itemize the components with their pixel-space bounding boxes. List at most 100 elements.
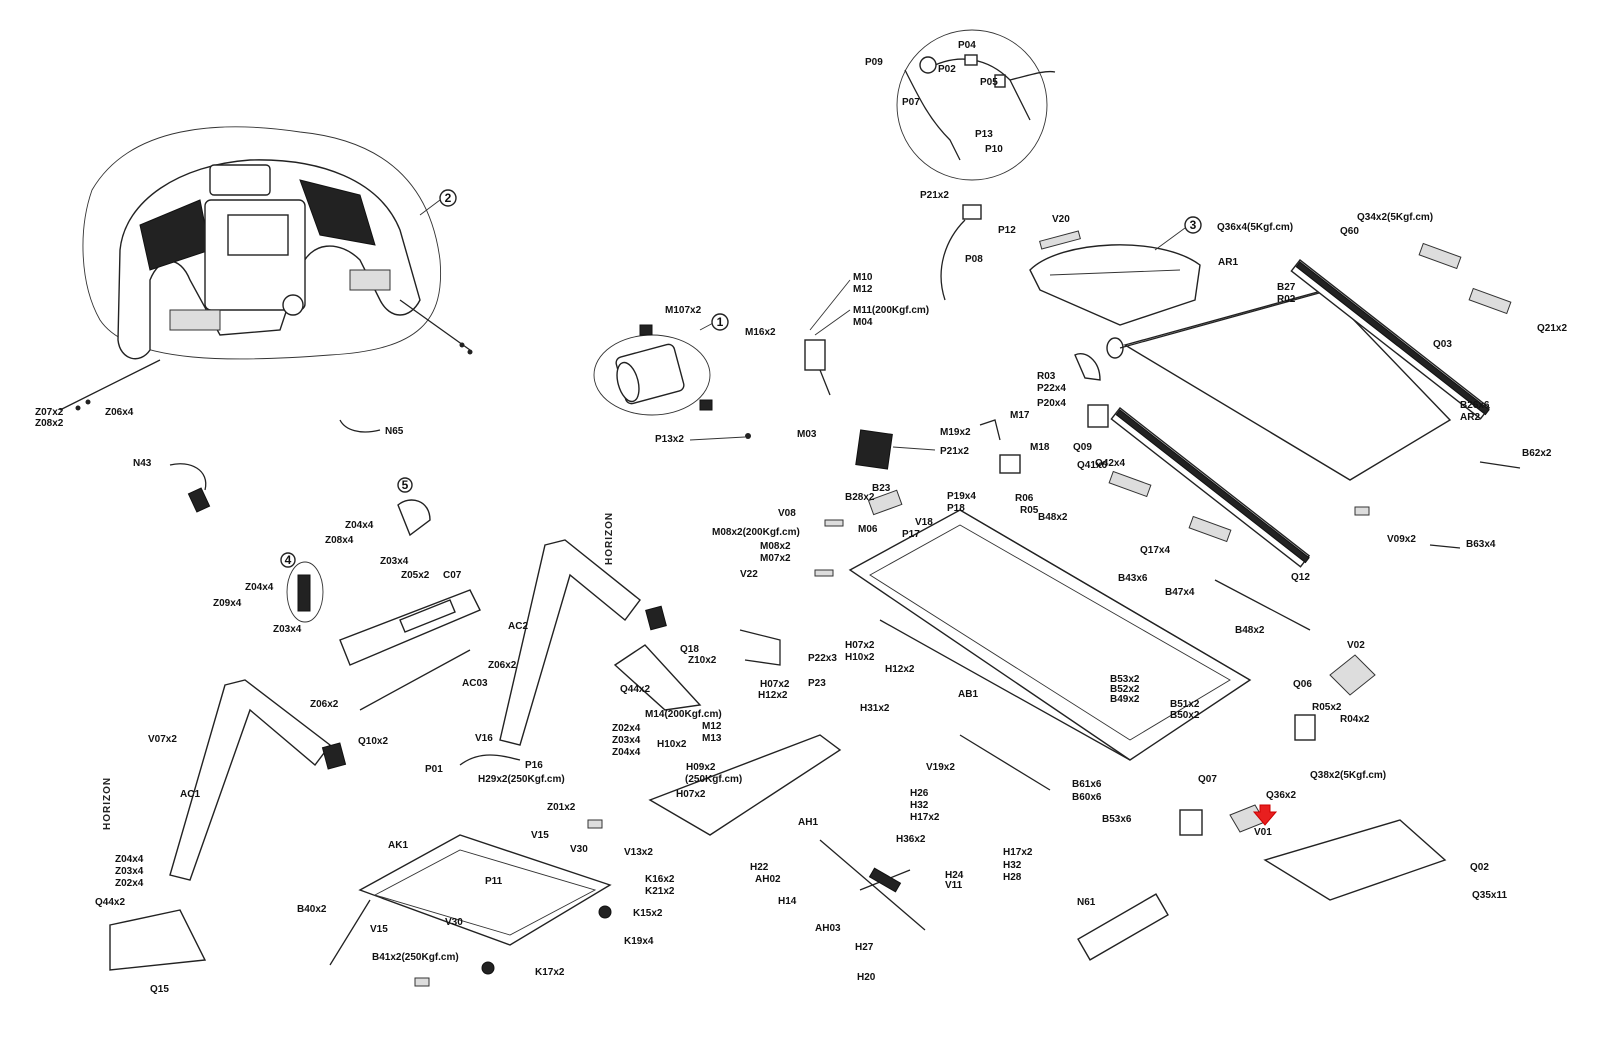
label-ac03: AC03 [462, 678, 488, 689]
motor-bracket: M10 M12 M11(200Kgf.cm) M04 M16x2 [745, 272, 929, 396]
label-p11: P11 [485, 876, 503, 887]
label-z07x2: Z07x2 [35, 407, 64, 418]
label-h20: H20 [857, 972, 876, 983]
label-v16: V16 [475, 733, 493, 744]
label-h22: H22 [750, 862, 769, 873]
label-m12-b: M12 [702, 721, 722, 732]
label-h07x2-c: H07x2 [676, 789, 706, 800]
label-v01: V01 [1254, 827, 1272, 838]
label-n43: N43 [133, 458, 152, 469]
label-b47x4: B47x4 [1165, 587, 1195, 598]
label-z03x4-d: Z03x4 [612, 735, 641, 746]
handgrip-left: 4 Z04x4 Z09x4 Z03x4 [213, 552, 324, 635]
label-z03x4-b: Z03x4 [273, 624, 302, 635]
label-m13: M13 [702, 733, 722, 744]
label-k21x2: K21x2 [645, 886, 675, 897]
bottom-right-parts: N61 V02 Q06 R05x2 R04x2 Q38x2(5Kgf.cm) Q… [1077, 640, 1507, 961]
label-q36x2: Q36x2 [1266, 790, 1296, 801]
label-m08x2-200: M08x2(200Kgf.cm) [712, 527, 800, 538]
label-b40x2: B40x2 [297, 904, 327, 915]
label-v02: V02 [1347, 640, 1365, 651]
label-b43x6: B43x6 [1118, 573, 1148, 584]
label-q35x11: Q35x11 [1472, 890, 1507, 901]
label-v07x2: V07x2 [148, 734, 177, 745]
label-h12x2-b: H12x2 [758, 690, 788, 701]
label-p18: P18 [947, 503, 965, 514]
label-b23: B23 [872, 483, 891, 494]
label-p23: P23 [808, 678, 826, 689]
label-h12x2: H12x2 [885, 664, 915, 675]
motor-hood: 3 V20 [1029, 214, 1202, 326]
label-m03: M03 [797, 429, 817, 440]
label-b27: B27 [1277, 282, 1296, 293]
label-ah03: AH03 [815, 923, 841, 934]
label-b53x2: B53x2 [1110, 674, 1140, 685]
label-v20: V20 [1052, 214, 1070, 225]
label-z08x2: Z08x2 [35, 418, 64, 429]
label-h09x2: H09x2 [686, 762, 716, 773]
label-p16: P16 [525, 760, 543, 771]
belt-parts: R03 P22x4 P20x4 Q09 Q41x6 Q42x4 M19x2 M1… [940, 353, 1125, 474]
label-p17: P17 [902, 529, 920, 540]
label-q17x4: Q17x4 [1140, 545, 1170, 556]
label-p02: P02 [938, 64, 956, 75]
label-p22x4: P22x4 [1037, 383, 1066, 394]
label-p04: P04 [958, 40, 976, 51]
label-b41x2: B41x2(250Kgf.cm) [372, 952, 459, 963]
label-z08x4: Z08x4 [325, 535, 354, 546]
label-z09x4: Z09x4 [213, 598, 242, 609]
label-b53x6: B53x6 [1102, 814, 1132, 825]
label-h27: H27 [855, 942, 874, 953]
label-v18: V18 [915, 517, 933, 528]
upright-left-text: HORIZON [102, 777, 113, 830]
label-q44x2: Q44x2 [95, 897, 125, 908]
label-q42x4: Q42x4 [1095, 458, 1125, 469]
handgrip-right: 5 Z04x4 Z08x4 Z03x4 [325, 477, 431, 567]
label-r04x2: R04x2 [1340, 714, 1370, 725]
label-p08: P08 [965, 254, 983, 265]
label-p12: P12 [998, 225, 1016, 236]
label-z10x2: Z10x2 [688, 655, 717, 666]
cable-parts-left: N65 N43 [133, 419, 404, 513]
label-z06x4: Z06x4 [105, 407, 134, 418]
label-b50x2: B50x2 [1170, 710, 1200, 721]
label-m04: M04 [853, 317, 873, 328]
running-deck: Q36x4(5Kgf.cm) Q34x2(5Kgf.cm) Q60 AR1 B2… [1106, 212, 1567, 583]
label-q12: Q12 [1291, 572, 1310, 583]
label-v22: V22 [740, 569, 758, 580]
label-p09: P09 [865, 57, 883, 68]
label-ah02: AH02 [755, 874, 781, 885]
label-b48x2: B48x2 [1038, 512, 1068, 523]
label-r02: R02 [1277, 294, 1296, 305]
label-m14: M14(200Kgf.cm) [645, 709, 722, 720]
label-q02: Q02 [1470, 862, 1489, 873]
label-v13x2: V13x2 [624, 847, 653, 858]
label-ab1: AB1 [958, 689, 978, 700]
label-v09x2: V09x2 [1387, 534, 1416, 545]
label-q36x4: Q36x4(5Kgf.cm) [1217, 222, 1293, 233]
label-z04x4-d: Z04x4 [612, 747, 641, 758]
label-m10: M10 [853, 272, 873, 283]
label-b52x2: B52x2 [1110, 684, 1140, 695]
label-h28: H28 [1003, 872, 1022, 883]
label-q15: Q15 [150, 984, 169, 995]
incline-frame: P22x3 P23 H07x2 H10x2 H12x2 H07x2 H12x2 … [645, 629, 915, 836]
label-z05x2: Z05x2 [401, 570, 430, 581]
label-p13: P13 [975, 129, 993, 140]
label-c07: C07 [443, 570, 462, 581]
label-q10x2: Q10x2 [358, 736, 388, 747]
callout-4: 4 [285, 553, 292, 567]
label-b51x2: B51x2 [1170, 699, 1200, 710]
label-p05: P05 [980, 77, 998, 88]
label-h250: (250Kgf.cm) [685, 774, 742, 785]
label-q34x2: Q34x2(5Kgf.cm) [1357, 212, 1433, 223]
label-m11: M11(200Kgf.cm) [853, 305, 929, 316]
label-h14: H14 [778, 896, 797, 907]
label-q09: Q09 [1073, 442, 1092, 453]
label-n65: N65 [385, 426, 404, 437]
label-h31x2: H31x2 [860, 703, 890, 714]
label-h29x2: H29x2(250Kgf.cm) [478, 774, 565, 785]
label-n61: N61 [1077, 897, 1096, 908]
